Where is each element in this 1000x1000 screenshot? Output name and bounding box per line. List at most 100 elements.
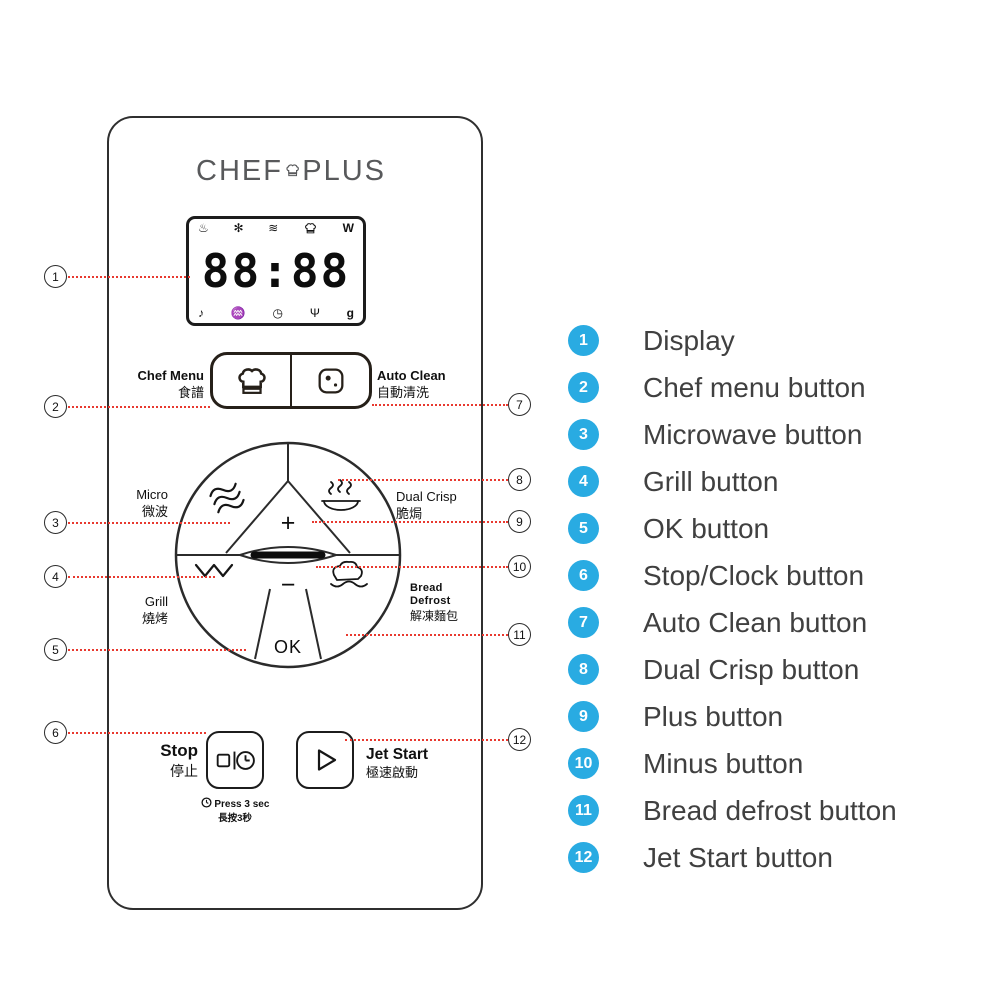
steam-icon: ≋ <box>268 221 279 235</box>
cutlery-icon: Ψ <box>309 306 320 320</box>
chef-menu-label-en: Chef Menu <box>137 368 204 383</box>
legend-number-badge: 3 <box>568 419 599 450</box>
bread-defrost-label-en1: Bread <box>410 582 443 594</box>
leader-line-5 <box>68 649 246 651</box>
auto-clean-button[interactable] <box>292 355 369 406</box>
legend-item: 8 Dual Crisp button <box>568 646 897 693</box>
dual-crisp-label-en: Dual Crisp <box>396 489 457 504</box>
legend-item: 2 Chef menu button <box>568 364 897 411</box>
legend-number-badge: 10 <box>568 748 599 779</box>
chef-hat-icon <box>286 164 299 177</box>
legend-label: Chef menu button <box>643 371 866 403</box>
callout-2: 2 <box>44 395 67 418</box>
legend-number-badge: 5 <box>568 513 599 544</box>
leader-line-2 <box>68 406 210 408</box>
auto-clean-icon <box>318 368 343 393</box>
gram-unit-label: g <box>346 306 354 320</box>
callout-4: 4 <box>44 565 67 588</box>
watt-unit-label: W <box>342 221 354 235</box>
chef-menu-button-group <box>210 352 372 409</box>
dial: + − OK <box>174 441 402 669</box>
stop-button[interactable] <box>206 731 264 789</box>
plus-button[interactable]: + <box>281 509 296 537</box>
auto-clean-label-zh: 自動清洗 <box>377 384 430 400</box>
leader-line-11 <box>346 634 508 636</box>
legend-label: Auto Clean button <box>643 606 868 638</box>
stop-label: Stop 停止 <box>112 740 198 780</box>
grill-label-en: Grill <box>144 594 168 609</box>
leader-line-9 <box>312 521 508 523</box>
chef-menu-button[interactable] <box>213 355 292 406</box>
pot-icon: ♨ <box>198 221 209 235</box>
legend-number-badge: 7 <box>568 607 599 638</box>
legend-item: 6 Stop/Clock button <box>568 552 897 599</box>
callout-7: 7 <box>508 393 531 416</box>
legend-label: Microwave button <box>643 418 863 450</box>
microwave-icon[interactable] <box>209 480 246 516</box>
legend-number-badge: 8 <box>568 654 599 685</box>
display-time: 88:88 <box>201 243 351 298</box>
legend-label: Dual Crisp button <box>643 653 860 685</box>
brand-text-left: CHEF <box>196 154 283 187</box>
jet-start-label-en: Jet Start <box>366 746 429 763</box>
legend-item: 4 Grill button <box>568 458 897 505</box>
display-bottom-icons: ♪ ♒ ◷ Ψ g <box>198 307 354 319</box>
chef-hat-icon <box>237 368 266 395</box>
jet-start-label: Jet Start 極速啟動 <box>366 745 428 782</box>
micro-label-en: Micro <box>136 487 168 502</box>
legend-number-badge: 12 <box>568 842 599 873</box>
press-3-sec-hint: Press 3 sec 長按3秒 <box>188 797 282 826</box>
ok-button[interactable]: OK <box>274 637 302 657</box>
stop-clock-icon <box>216 750 255 770</box>
legend-item: 3 Microwave button <box>568 411 897 458</box>
callout-5: 5 <box>44 638 67 661</box>
legend-number-badge: 1 <box>568 325 599 356</box>
clock-icon <box>201 797 212 808</box>
stop-label-zh: 停止 <box>170 763 198 780</box>
callout-12: 12 <box>508 728 531 751</box>
brand-logo: CHEF PLUS <box>196 146 386 196</box>
grill-icon[interactable] <box>194 563 234 578</box>
press-3-sec-zh: 長按3秒 <box>218 813 252 824</box>
legend-item: 5 OK button <box>568 505 897 552</box>
callout-11: 11 <box>508 623 531 646</box>
chef-hat-icon <box>305 223 316 234</box>
grill-waves-icon: ♒ <box>230 306 246 320</box>
legend-label: Grill button <box>643 465 779 497</box>
grill-label: Grill 燒烤 <box>104 594 168 628</box>
bread-defrost-label: Bread Defrost 解凍麵包 <box>410 582 458 625</box>
bread-defrost-label-en2: Defrost <box>410 594 451 607</box>
legend-item: 10 Minus button <box>568 740 897 787</box>
callout-1: 1 <box>44 265 67 288</box>
legend-number-badge: 9 <box>568 701 599 732</box>
minus-button[interactable]: − <box>281 571 296 599</box>
callout-6: 6 <box>44 721 67 744</box>
legend-number-badge: 4 <box>568 466 599 497</box>
defrost-icon: ✻ <box>233 221 244 235</box>
callout-9: 9 <box>508 510 531 533</box>
leader-line-4 <box>68 576 215 578</box>
legend-label: Plus button <box>643 700 784 732</box>
chef-menu-label: Chef Menu 食譜 <box>112 368 204 402</box>
legend-label: Display <box>643 324 735 356</box>
leader-line-8 <box>338 479 508 481</box>
bread-defrost-label-zh: 解凍麵包 <box>410 609 459 624</box>
legend-number-badge: 11 <box>568 795 599 826</box>
callout-8: 8 <box>508 468 531 491</box>
auto-clean-label: Auto Clean 自動清洗 <box>377 368 446 402</box>
callout-10: 10 <box>508 555 531 578</box>
legend: 1 Display 2 Chef menu button 3 Microwave… <box>568 317 897 881</box>
dual-crisp-icon[interactable] <box>321 479 361 511</box>
dual-crisp-label-zh: 脆焗 <box>396 505 423 521</box>
brand-text-right: PLUS <box>302 154 386 187</box>
auto-clean-label-en: Auto Clean <box>377 368 446 383</box>
play-icon <box>317 749 337 771</box>
leader-line-12 <box>345 739 508 741</box>
jet-start-button[interactable] <box>296 731 354 789</box>
legend-item: 12 Jet Start button <box>568 834 897 881</box>
leader-line-6 <box>68 732 206 734</box>
dial-dividers <box>176 443 400 660</box>
display-top-icons: ♨ ✻ ≋ W <box>198 222 354 234</box>
legend-label: OK button <box>643 512 770 544</box>
